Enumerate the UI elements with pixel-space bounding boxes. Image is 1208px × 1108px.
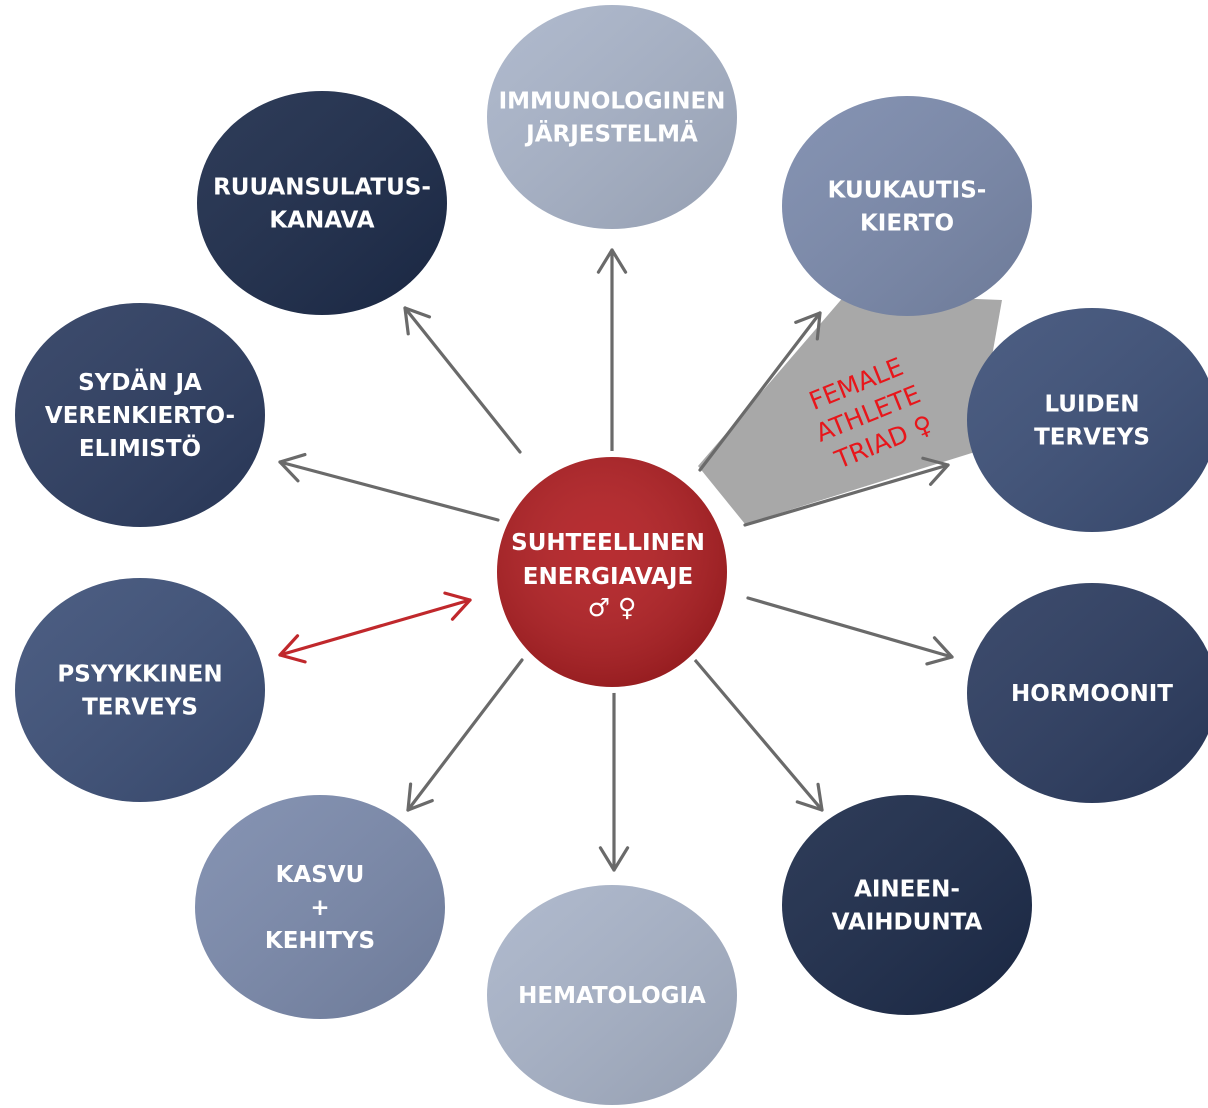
arrow-8 xyxy=(403,306,522,454)
center-label-line-1: SUHTEELLINEN xyxy=(511,530,705,556)
node-immunologinen-shade xyxy=(487,5,737,229)
center-node: SUHTEELLINEN ENERGIAVAJE ♂ ♀ xyxy=(491,451,733,693)
node-kasvu-kehitys-label: KASVU + KEHITYS xyxy=(265,862,375,954)
node-hematologia-shade xyxy=(487,885,737,1105)
node-hormoonit-label: HORMOONIT xyxy=(1011,681,1173,707)
arrow-2 xyxy=(698,311,822,472)
node-hematologia: HEMATOLOGIA xyxy=(487,885,737,1105)
arrow-9 xyxy=(278,452,500,522)
node-hematologia-label: HEMATOLOGIA xyxy=(518,983,706,1009)
node-kuukautiskierto-label-line-1: KUUKAUTIS- xyxy=(828,178,987,204)
node-hematologia-label-line-1: HEMATOLOGIA xyxy=(518,983,706,1009)
arrow-3 xyxy=(743,456,950,527)
node-kuukautiskierto-shade xyxy=(782,96,1032,316)
node-immunologinen-label-line-1: IMMUNOLOGINEN xyxy=(499,89,726,115)
node-kuukautiskierto-label: KUUKAUTIS- KIERTO xyxy=(828,178,987,237)
node-hormoonit-label-line-1: HORMOONIT xyxy=(1011,681,1173,707)
center-label-line-2: ENERGIAVAJE xyxy=(523,564,693,590)
node-hormoonit-shade xyxy=(967,583,1208,803)
node-psyykkinen-terveys-label: PSYYKKINEN TERVEYS xyxy=(57,662,222,721)
node-sydan-verenkierto-label-line-3: ELIMISTÖ xyxy=(79,434,201,462)
node-luiden-terveys: LUIDEN TERVEYS xyxy=(967,308,1208,532)
node-psyykkinen-terveys-label-line-2: TERVEYS xyxy=(82,695,198,721)
node-kasvu-kehitys-label-line-3: KEHITYS xyxy=(265,928,375,954)
node-psyykkinen-terveys-shade xyxy=(15,578,265,802)
node-aineenvaihdunta: AINEEN- VAIHDUNTA xyxy=(782,795,1032,1015)
node-immunologinen: IMMUNOLOGINEN JÄRJESTELMÄ xyxy=(487,5,737,229)
center-circle-shade xyxy=(497,457,727,687)
node-kasvu-kehitys: KASVU + KEHITYS xyxy=(195,795,445,1019)
node-psyykkinen-terveys: PSYYKKINEN TERVEYS xyxy=(15,578,265,802)
node-immunologinen-label: IMMUNOLOGINEN JÄRJESTELMÄ xyxy=(499,89,726,148)
arrow-1 xyxy=(596,248,628,457)
node-psyykkinen-terveys-label-line-1: PSYYKKINEN xyxy=(57,662,222,688)
node-hormoonit: HORMOONIT xyxy=(967,583,1208,803)
node-sydan-verenkierto: SYDÄN JA VERENKIERTO- ELIMISTÖ xyxy=(15,303,265,527)
node-ruuansulatuskanava: RUUANSULATUS- KANAVA xyxy=(197,91,447,315)
node-aineenvaihdunta-shade xyxy=(782,795,1032,1015)
arrow-group xyxy=(278,248,954,872)
node-aineenvaihdunta-label: AINEEN- VAIHDUNTA xyxy=(832,877,983,936)
node-group: IMMUNOLOGINEN JÄRJESTELMÄ KUUKAUTIS- KIERTO… xyxy=(15,5,1208,1105)
arrow-psyykkinen-bidirectional xyxy=(278,591,472,664)
triad-region xyxy=(698,294,1002,524)
node-immunologinen-label-line-2: JÄRJESTELMÄ xyxy=(524,120,698,148)
node-ruuansulatuskanava-label: RUUANSULATUS- KANAVA xyxy=(213,175,431,234)
node-luiden-terveys-label: LUIDEN TERVEYS xyxy=(1034,392,1150,451)
center-label: SUHTEELLINEN ENERGIAVAJE ♂ ♀ xyxy=(511,530,713,622)
node-ruuansulatuskanava-label-line-1: RUUANSULATUS- xyxy=(213,175,431,201)
node-kasvu-kehitys-label-line-1: KASVU xyxy=(276,862,365,888)
node-aineenvaihdunta-label-line-2: VAIHDUNTA xyxy=(832,910,983,936)
arrow-4 xyxy=(746,596,954,666)
node-luiden-terveys-label-line-2: TERVEYS xyxy=(1034,425,1150,451)
arrow-7 xyxy=(406,658,524,812)
node-ruuansulatuskanava-shade xyxy=(197,91,447,315)
node-sydan-verenkierto-shade xyxy=(15,303,265,527)
node-kuukautiskierto: KUUKAUTIS- KIERTO xyxy=(782,96,1032,316)
node-kasvu-kehitys-label-line-2: + xyxy=(310,895,329,921)
node-luiden-terveys-shade xyxy=(967,308,1208,532)
node-luiden-terveys-label-line-1: LUIDEN xyxy=(1044,392,1139,418)
node-kuukautiskierto-label-line-2: KIERTO xyxy=(860,211,954,237)
node-sydan-verenkierto-label-line-1: SYDÄN JA xyxy=(78,368,202,396)
node-sydan-verenkierto-label: SYDÄN JA VERENKIERTO- ELIMISTÖ xyxy=(45,368,235,462)
center-gender-symbols: ♂ ♀ xyxy=(588,593,637,622)
arrow-5 xyxy=(693,658,824,812)
arrow-6 xyxy=(598,678,630,872)
node-kasvu-kehitys-shade xyxy=(195,795,445,1019)
node-aineenvaihdunta-label-line-1: AINEEN- xyxy=(854,877,960,903)
node-ruuansulatuskanava-label-line-2: KANAVA xyxy=(269,208,374,234)
node-sydan-verenkierto-label-line-2: VERENKIERTO- xyxy=(45,403,235,429)
